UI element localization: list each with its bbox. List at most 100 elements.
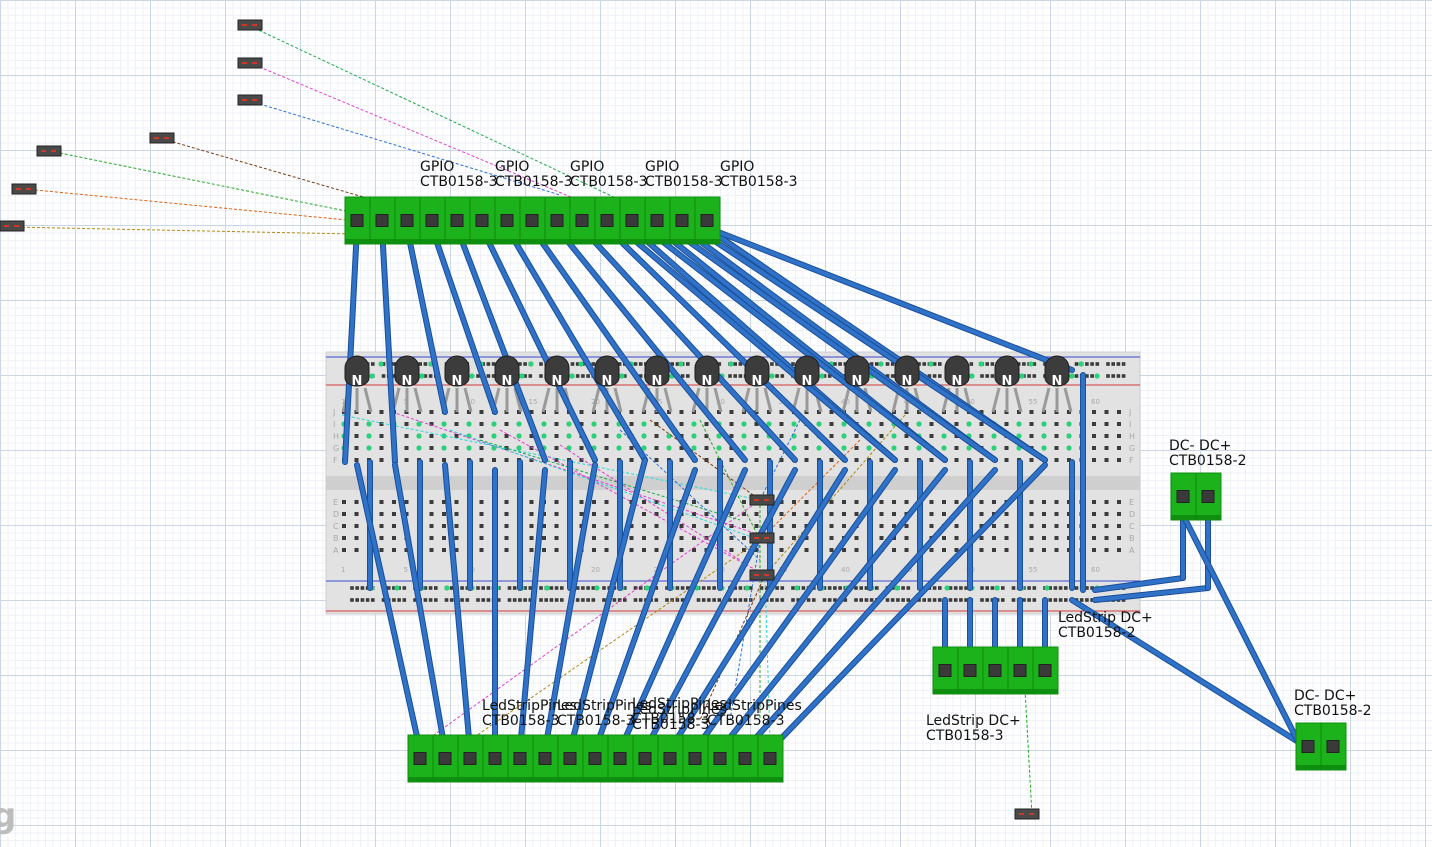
wire[interactable] [593, 468, 697, 752]
breadboard-hole [554, 536, 559, 540]
rail-hole [444, 598, 449, 602]
rail-hole [1121, 374, 1126, 378]
wire[interactable] [643, 226, 947, 462]
rail-hole [591, 598, 596, 602]
wire[interactable] [743, 468, 997, 752]
wire[interactable] [568, 458, 647, 752]
breadboard-hole [1092, 458, 1096, 462]
breadboard-hole [979, 536, 984, 540]
row-letter: J [1128, 408, 1131, 417]
rail-hole [1106, 374, 1110, 378]
breadboard-hole [504, 458, 509, 462]
wire[interactable] [693, 468, 897, 752]
wire[interactable] [618, 468, 747, 752]
rail-hole [638, 586, 643, 590]
breadboard-hole [342, 512, 346, 516]
rail-pin-connected [519, 373, 525, 379]
terminal-screw [738, 752, 752, 765]
rail-pin-connected [469, 373, 475, 379]
wire[interactable] [580, 226, 797, 462]
breadboard-hole [354, 434, 359, 438]
rail-hole [486, 362, 491, 366]
rail-hole [1027, 586, 1031, 590]
rail-hole [539, 586, 543, 590]
wire[interactable] [543, 463, 597, 752]
breadboard-hole [404, 500, 409, 504]
wire[interactable] [405, 226, 447, 414]
breadboard-hole [604, 524, 609, 528]
transistor-mark: N [352, 374, 363, 389]
rail-hole [1121, 598, 1126, 602]
header-pin [252, 99, 257, 101]
wire[interactable] [1093, 576, 1185, 592]
wire[interactable] [393, 463, 447, 752]
header-pin [164, 137, 169, 139]
breadboard-hole [992, 500, 996, 504]
transistor-mark: N [802, 374, 813, 389]
gpio-terminal-block[interactable] [344, 196, 721, 245]
wire[interactable] [518, 468, 547, 752]
npn-transistor [694, 355, 720, 387]
breadboard-hole [979, 422, 984, 426]
breadboard-hole [604, 458, 609, 462]
rail-hole [633, 586, 638, 590]
wire[interactable] [605, 226, 847, 462]
pin-connected [716, 445, 722, 451]
wire[interactable] [355, 463, 422, 752]
wire[interactable] [618, 226, 897, 462]
breadboard-hole [392, 548, 396, 552]
wire[interactable] [505, 226, 647, 462]
wire[interactable] [1070, 598, 1337, 767]
breadboard-hole [629, 410, 634, 414]
wire[interactable] [430, 226, 497, 414]
wire[interactable] [343, 226, 359, 464]
transistor-leg [1041, 387, 1051, 413]
wire[interactable] [718, 468, 947, 752]
breadboard-hole [904, 536, 909, 540]
header-pin [16, 188, 21, 190]
breadboard-hole [1029, 422, 1034, 426]
rail-hole [518, 362, 522, 366]
ledstrip-pins-terminal-block[interactable] [407, 734, 784, 783]
small-components [0, 19, 1347, 820]
header-connector [237, 19, 263, 31]
row-letter: F [333, 456, 338, 465]
breadboard-hole [829, 500, 834, 504]
wire[interactable] [1181, 513, 1312, 767]
breadboard-hole [829, 422, 834, 426]
dc-terminal-top-block[interactable] [1170, 472, 1222, 521]
wire[interactable] [668, 468, 847, 752]
wire[interactable] [706, 226, 1074, 372]
dc-terminal-bottom-block[interactable] [1295, 722, 1347, 771]
wire[interactable] [530, 226, 697, 462]
wire[interactable] [480, 226, 597, 462]
wires[interactable] [342, 225, 1338, 768]
npn-transistor [344, 355, 370, 387]
breadboard-hole [842, 500, 846, 504]
terminal-screw [675, 214, 689, 227]
rail-hole [959, 598, 963, 602]
rail-hole [575, 598, 580, 602]
breadboard-hole [792, 512, 796, 516]
breadboard-hole [929, 458, 934, 462]
breadboard-hole [679, 458, 684, 462]
rail-hole [680, 598, 685, 602]
wire[interactable] [693, 226, 1047, 462]
terminal-screw [400, 214, 414, 227]
breadboard-hole [654, 536, 659, 540]
wire[interactable] [443, 463, 472, 752]
wire[interactable] [380, 226, 397, 464]
wire[interactable] [668, 226, 997, 462]
wire[interactable] [768, 463, 1047, 752]
wire[interactable] [1093, 586, 1210, 602]
rail-pin-connected [528, 361, 534, 367]
wire[interactable] [455, 226, 547, 462]
rail-pin-connected [1094, 373, 1100, 379]
rail-hole [449, 586, 454, 590]
wire[interactable] [555, 226, 747, 462]
ledstrip-dc-terminal-block[interactable] [932, 646, 1059, 695]
pin-connected [891, 445, 897, 451]
wire[interactable] [643, 468, 797, 752]
rail-pin-connected [744, 585, 750, 591]
